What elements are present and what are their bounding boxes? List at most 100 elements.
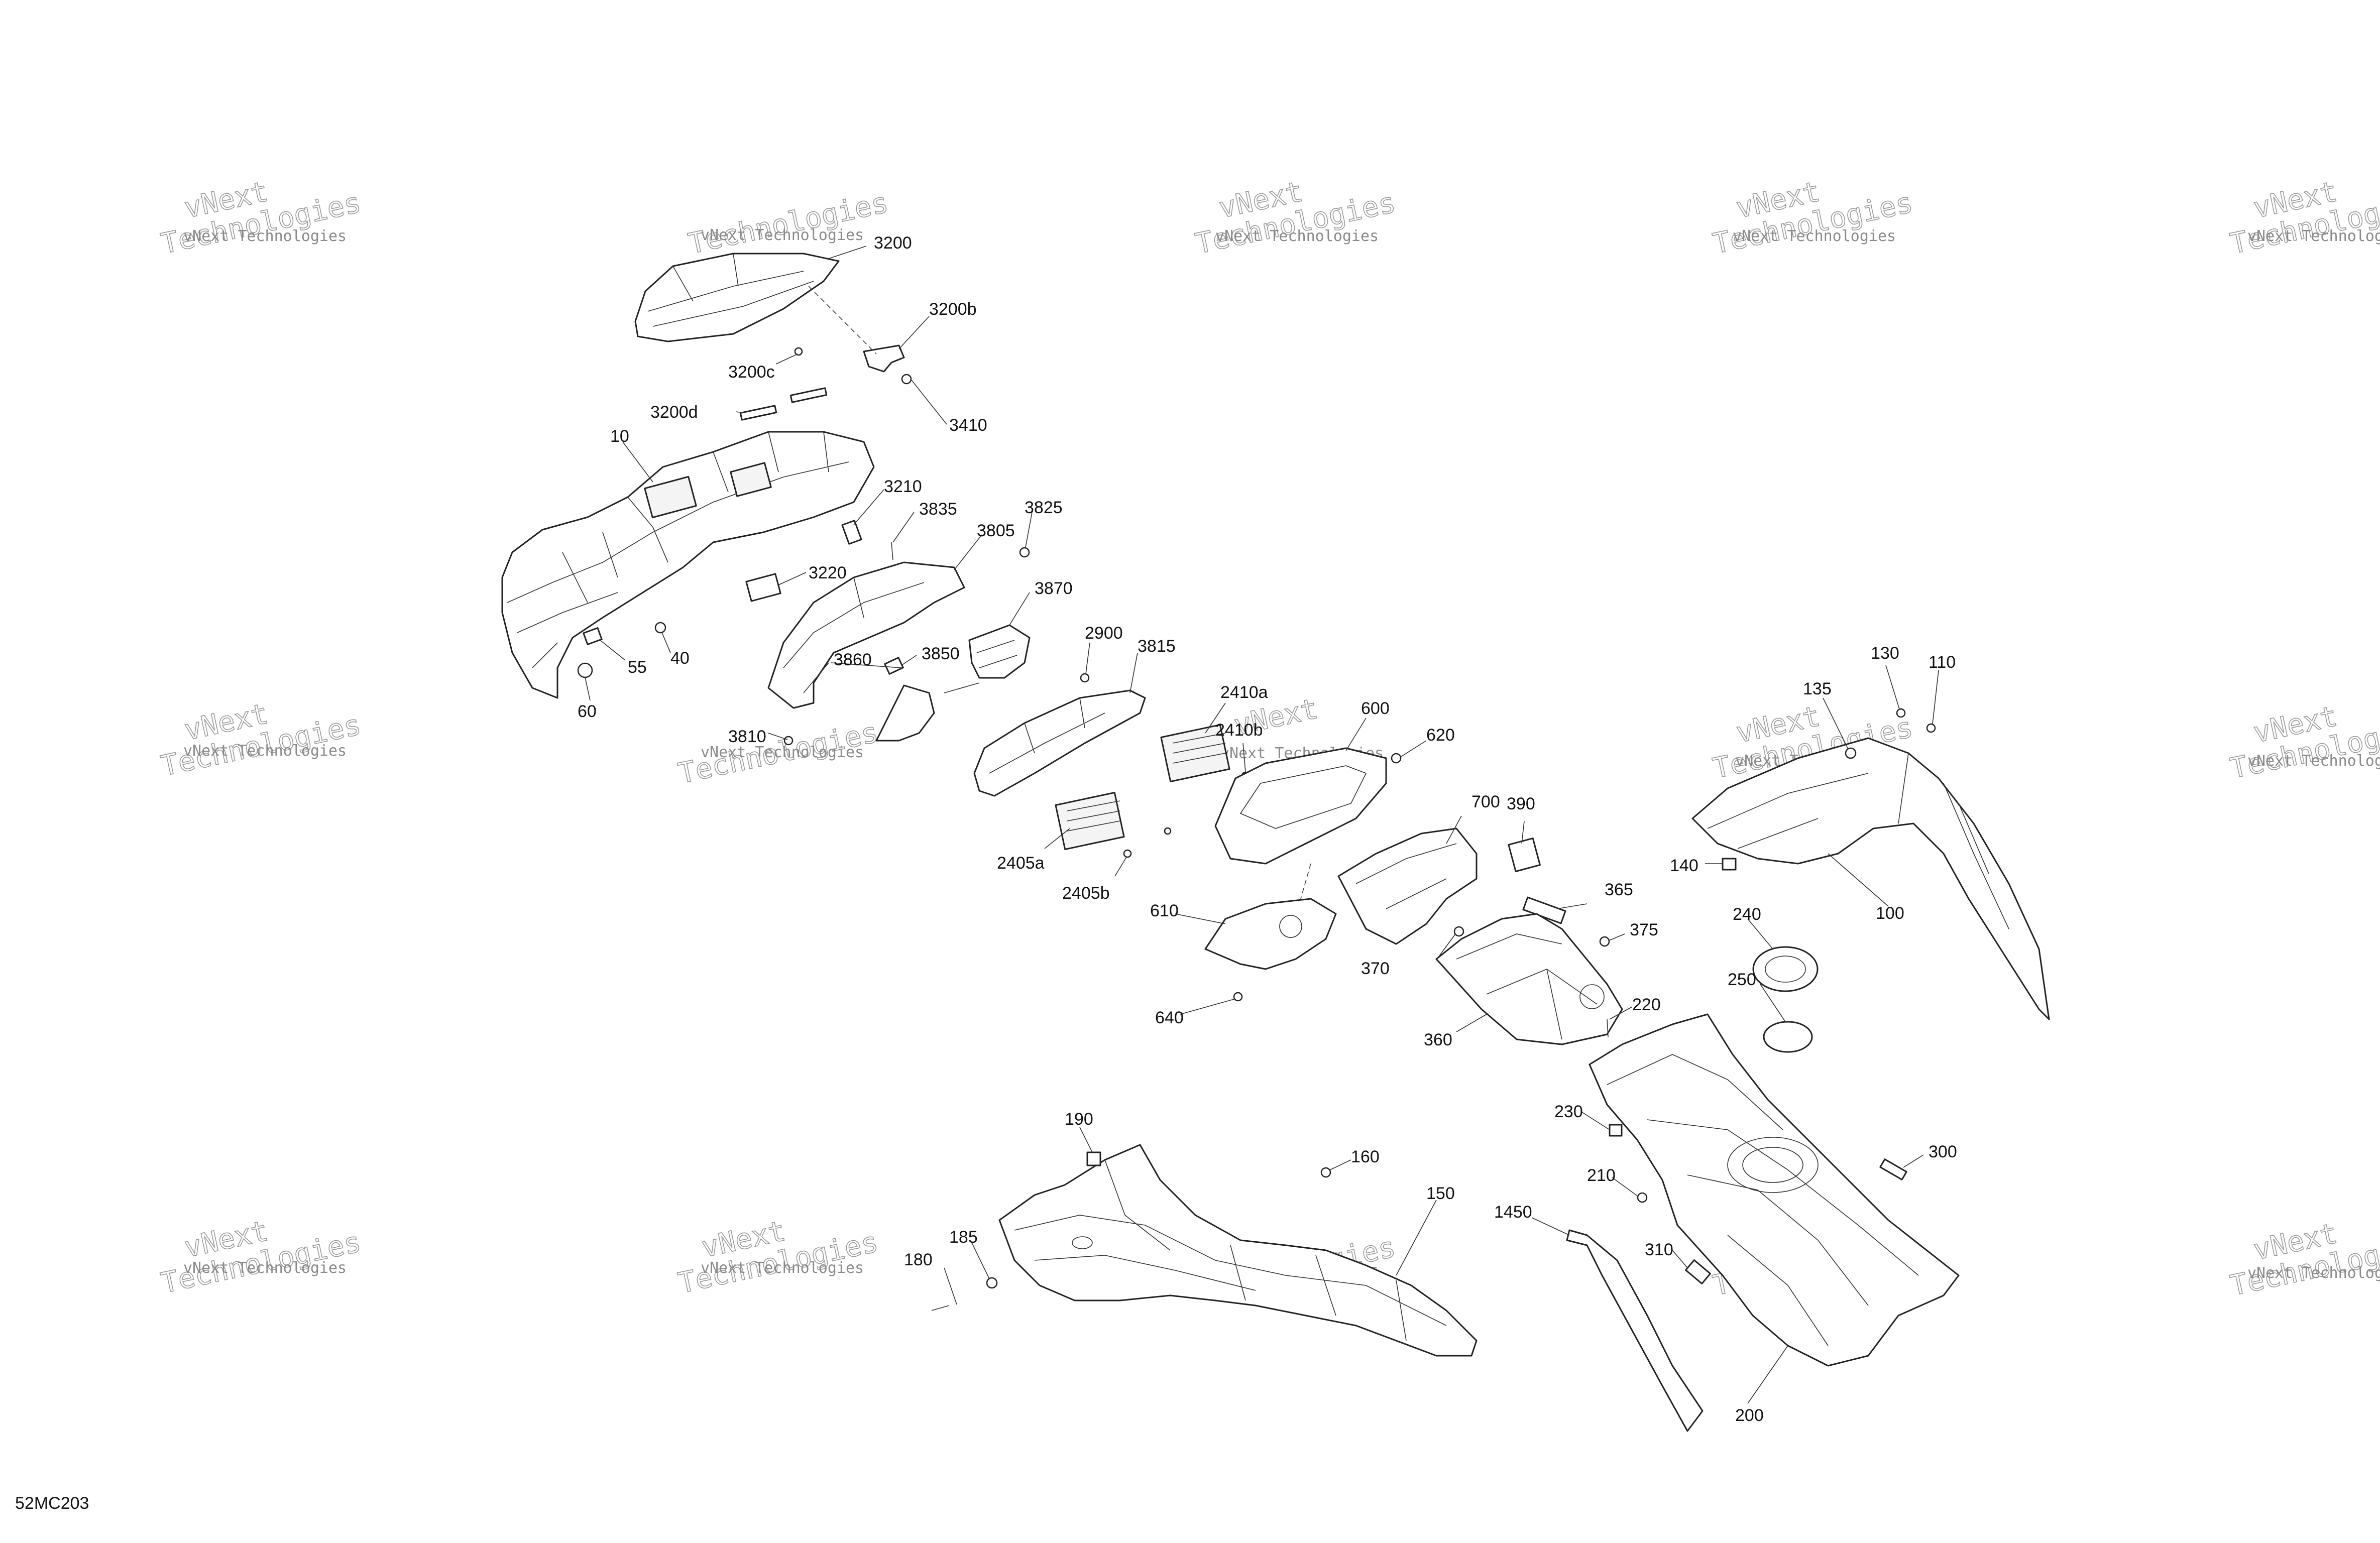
part-2405a-regulator [1055,792,1125,850]
callout-220: 220 [1632,995,1661,1014]
callout-310: 310 [1645,1240,1673,1259]
part-3200d-pads [739,387,828,421]
part-620-screw [1391,753,1402,764]
callout-3200c: 3200c [728,363,775,382]
part-230-clip [1609,1124,1623,1137]
part-140-nut [1722,858,1737,871]
callout-185: 185 [949,1228,978,1247]
callout-390: 390 [1507,794,1535,813]
watermark-caption: vNext Technologies [701,226,864,244]
watermark-caption: vNext Technologies [701,744,864,761]
part-3825-nut [1019,547,1030,558]
part-2405b-screw [1123,849,1132,858]
callout-640: 640 [1155,1008,1184,1027]
part-3860-lamp-housing [875,684,935,742]
part-640-screw [1233,992,1243,1002]
part-135-grommet [1845,747,1857,759]
part-130-screw [1896,708,1906,718]
watermark: vNext Technologies [675,1214,881,1300]
part-100-side-panel-right [1691,737,2050,1020]
part-370-screw [1453,926,1464,937]
part-390-latch [1508,837,1541,873]
callout-2405a: 2405a [997,854,1045,873]
watermark-caption: vNext Technologies [2247,1264,2380,1282]
part-3850-spring [884,657,904,675]
callout-375: 375 [1630,920,1658,939]
assembly-line [1300,863,1311,899]
part-375-screw [1599,936,1610,947]
callout-210: 210 [1587,1166,1616,1185]
callout-60: 60 [578,702,597,721]
part-180-screw [931,1305,950,1311]
part-3410-screw [901,374,912,385]
watermark-caption: vNext Technologies [2247,227,2380,245]
part-160-screw [1320,1167,1331,1178]
part-3815-relay-bracket [973,689,1146,797]
watermark: vNext Technologies [2227,1217,2380,1302]
callout-10: 10 [610,427,629,446]
callout-160: 160 [1351,1147,1380,1166]
callout-3815: 3815 [1138,637,1176,656]
watermark-caption: vNext Technologies [2247,752,2380,770]
callout-40: 40 [670,649,690,668]
callout-3835: 3835 [919,500,957,519]
diagram-id: 52MC203 [15,1494,89,1513]
part-700-cover [1337,827,1478,945]
callout-3200: 3200 [874,233,912,253]
part-3870-headlamp [968,624,1031,679]
callout-150: 150 [1426,1184,1455,1203]
part-220-screw [1607,1019,1609,1037]
part-3200-cluster-cover [634,253,840,342]
callout-3870: 3870 [1035,579,1073,598]
part-240-fuel-ring [1752,946,1819,992]
part-2900-screw [1080,673,1090,683]
callout-300: 300 [1929,1142,1957,1161]
part-1450-rod [1566,1229,1704,1432]
callout-360: 360 [1424,1030,1452,1049]
callout-140: 140 [1670,856,1698,875]
callout-130: 130 [1871,644,1899,663]
callout-55: 55 [628,658,647,677]
callout-230: 230 [1554,1102,1583,1121]
part-2410a-regulator [1160,724,1230,782]
watermark-caption: vNext Technologies [701,1259,864,1277]
callout-135: 135 [1803,679,1832,698]
part-185-washer [986,1277,998,1289]
part-60-washer [577,662,593,678]
callout-3850: 3850 [922,644,960,663]
watermark: Technologies [685,186,891,261]
callout-600: 600 [1361,699,1390,718]
assembly-line [808,286,877,354]
part-110-screw [1926,723,1936,733]
callout-3410: 3410 [949,416,987,435]
callout-240: 240 [1733,905,1761,924]
callout-180: 180 [904,1250,933,1269]
watermark-line-technologies: Technologies [686,186,891,261]
callout-2410b: 2410b [1215,721,1263,740]
callout-3825: 3825 [1025,498,1063,517]
part-300-emblem [1879,1158,1907,1180]
part-310-pad [1685,1259,1711,1284]
callout-110: 110 [1929,653,1956,672]
watermark-caption: vNext Technologies [183,227,347,245]
callout-365: 365 [1605,880,1633,899]
watermark: vNext Technologies [158,1214,364,1300]
callout-3210: 3210 [884,477,922,496]
callout-3200d: 3200d [650,403,698,422]
part-3805-inner-frame [767,561,965,709]
watermark-caption: vNext Technologies [183,742,347,760]
callout-1450: 1450 [1494,1203,1532,1222]
part-250-seal [1763,1021,1813,1053]
callout-370: 370 [1361,959,1390,978]
callout-2405b: 2405b [1062,884,1110,903]
callout-250: 250 [1728,970,1756,989]
callout-3805: 3805 [977,521,1015,540]
part-190-clip [1086,1151,1101,1166]
part-600-battery-tray [1214,747,1387,865]
callout-3220: 3220 [809,563,847,582]
callout-3810: 3810 [728,727,766,746]
part-3210-clip [841,520,862,545]
part-150-side-panel-left [998,1144,1478,1357]
part-3870-cable [944,682,980,693]
